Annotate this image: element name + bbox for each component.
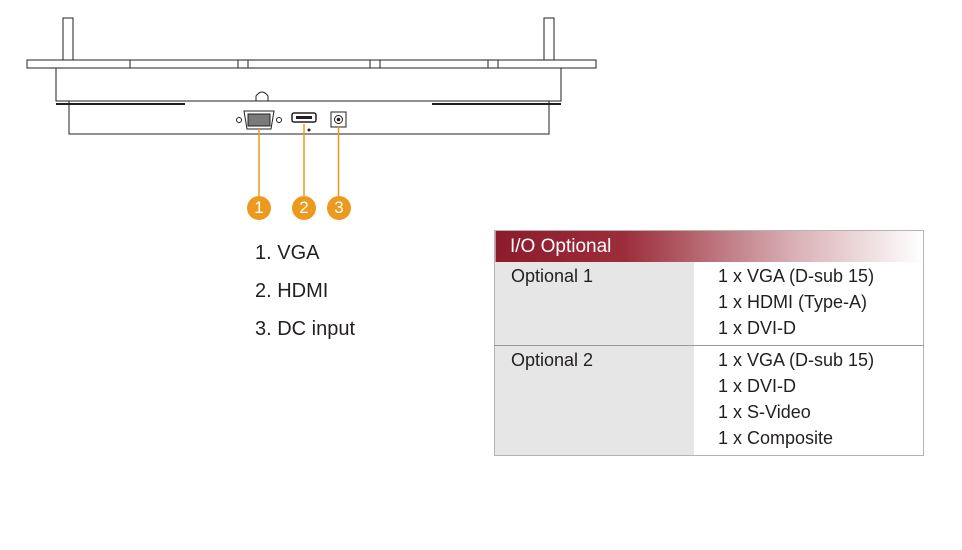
io-item: 1 x HDMI (Type-A) [718, 292, 868, 312]
io-item: 1 x Composite [718, 428, 834, 448]
port-legend: 1. VGA 2. HDMI 3. DC input [255, 243, 355, 357]
row-items-optional-2: 1 x VGA (D-sub 15) 1 x DVI-D 1 x S-Video… [694, 345, 924, 456]
callout-3: 3 [327, 196, 351, 220]
io-item: 1 x DVI-D [718, 318, 797, 338]
callout-1: 1 [247, 196, 271, 220]
vga-port [236, 110, 282, 130]
chassis-body [55, 67, 562, 102]
legend-item-dc-input: 3. DC input [255, 318, 356, 340]
legend-item-vga: 1. VGA [255, 242, 320, 264]
right-mounting-stud [543, 17, 555, 61]
legend-item-hdmi: 2. HDMI [255, 280, 329, 302]
io-optional-table: I/O Optional Optional 1 1 x VGA (D-sub 1… [494, 230, 924, 456]
callout-2: 2 [292, 196, 316, 220]
front-bezel [26, 59, 597, 69]
row-items-optional-1: 1 x VGA (D-sub 15) 1 x HDMI (Type-A) 1 x… [694, 262, 924, 346]
dc-input-port [330, 111, 347, 128]
io-item: 1 x VGA (D-sub 15) [718, 350, 875, 370]
panel-bottom-view-drawing [26, 17, 597, 196]
io-item: 1 x S-Video [718, 402, 811, 422]
table-header-row: I/O Optional [494, 230, 924, 262]
row-label-optional-1: Optional 1 [494, 262, 694, 346]
table-header-title: I/O Optional [494, 230, 924, 262]
io-item: 1 x DVI-D [718, 376, 797, 396]
io-item: 1 x VGA (D-sub 15) [718, 266, 875, 286]
table-row-optional-1: Optional 1 1 x VGA (D-sub 15) 1 x HDMI (… [494, 262, 924, 346]
cable-loop [255, 91, 269, 101]
row-label-optional-2: Optional 2 [494, 345, 694, 456]
table-row-optional-2: Optional 2 1 x VGA (D-sub 15) 1 x DVI-D … [494, 345, 924, 456]
left-mounting-stud [62, 17, 74, 61]
hdmi-port [291, 112, 317, 132]
